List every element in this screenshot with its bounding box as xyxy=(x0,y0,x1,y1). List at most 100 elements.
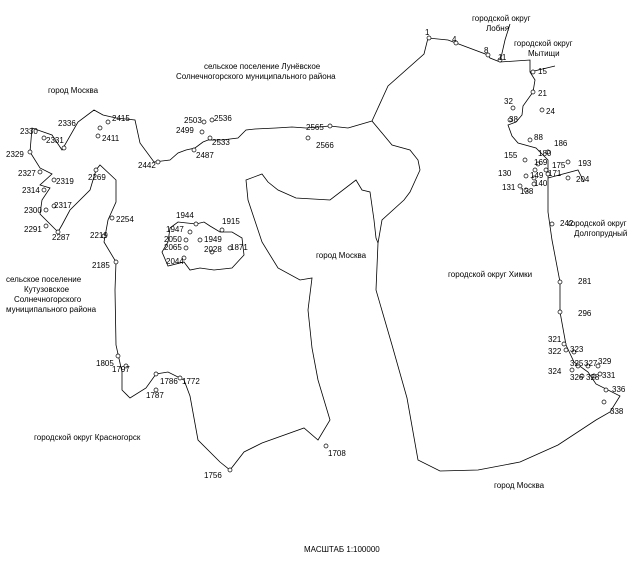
point-label: 186 xyxy=(554,139,568,148)
label-kutuzovskoe-4: муниципального района xyxy=(6,305,97,314)
label-dolgoprudny-1: городской округ xyxy=(568,219,627,228)
point-label: 336 xyxy=(612,385,626,394)
point-label: 2314 xyxy=(22,186,40,195)
point-label: 2487 xyxy=(196,151,214,160)
point-label: 2050 xyxy=(164,235,182,244)
point-label: 2317 xyxy=(54,201,72,210)
point-label: 2291 xyxy=(24,225,42,234)
lobnya-boundary xyxy=(499,23,511,63)
point-label: 2336 xyxy=(58,119,76,128)
point-label: 323 xyxy=(570,345,584,354)
point-label: 15 xyxy=(538,67,547,76)
point-label: 38 xyxy=(509,115,518,124)
label-khimki: городской округ Химки xyxy=(448,270,532,279)
point-label: 1915 xyxy=(222,217,240,226)
point-label: 2411 xyxy=(102,134,120,143)
point-label: 328 xyxy=(586,373,600,382)
point-label: 131 xyxy=(502,183,516,192)
point-label: 193 xyxy=(578,159,592,168)
point-label: 32 xyxy=(504,97,513,106)
point-label: 1756 xyxy=(204,471,222,480)
point-label: 149 xyxy=(530,171,544,180)
point-label: 1772 xyxy=(182,377,200,386)
point-label: 2269 xyxy=(88,173,106,182)
point-label: 1787 xyxy=(146,391,164,400)
point-label: 2319 xyxy=(56,177,74,186)
point-label: 171 xyxy=(548,169,562,178)
point-label: 4 xyxy=(452,35,457,44)
label-mytishchi-2: Мытищи xyxy=(528,49,560,58)
label-lunevskoe-1: сельское поселение Лунёвское xyxy=(204,62,321,71)
label-kutuzovskoe-2: Кутузовское xyxy=(24,285,70,294)
point-label: 2331 xyxy=(46,136,64,145)
vertex-markers xyxy=(27,35,609,473)
label-krasnogorsk: городской округ Красногорск xyxy=(34,433,141,442)
point-label: 325 xyxy=(570,359,584,368)
label-lunevskoe-2: Солнечногорского муниципального района xyxy=(176,72,336,81)
western-boundary xyxy=(29,109,379,471)
label-dolgoprudny-2: Долгопрудный xyxy=(574,229,627,238)
point-label: 175 xyxy=(552,161,566,170)
point-label: 1708 xyxy=(328,449,346,458)
point-label: 1797 xyxy=(112,365,130,374)
point-label: 24 xyxy=(546,107,555,116)
khimki-outer-boundary xyxy=(371,37,621,472)
point-numbers: 1 4 8 11 15 21 24 32 38 88 186 180 155 1… xyxy=(6,28,626,480)
point-label: 140 xyxy=(534,179,548,188)
point-label: 2330 xyxy=(20,127,38,136)
point-label: 2503 xyxy=(184,116,202,125)
point-label: 2566 xyxy=(316,141,334,150)
point-label: 11 xyxy=(498,53,507,62)
point-label: 326 xyxy=(570,373,584,382)
point-label: 180 xyxy=(538,149,552,158)
point-label: 2533 xyxy=(212,138,230,147)
point-label: 2044 xyxy=(166,257,184,266)
point-label: 2300 xyxy=(24,206,42,215)
point-label: 204 xyxy=(576,175,590,184)
point-label: 281 xyxy=(578,277,592,286)
point-label: 2185 xyxy=(92,261,110,270)
point-label: 2065 xyxy=(164,243,182,252)
label-kutuzovskoe-3: Солнечногорского xyxy=(14,295,82,304)
point-label: 1947 xyxy=(166,225,184,234)
point-label: 322 xyxy=(548,347,562,356)
point-label: 88 xyxy=(534,133,543,142)
point-label: 155 xyxy=(504,151,518,160)
point-label: 2287 xyxy=(52,233,70,242)
point-label: 329 xyxy=(598,357,612,366)
point-label: 324 xyxy=(548,367,562,376)
label-moskva-se: город Москва xyxy=(494,481,545,490)
point-label: 169 xyxy=(534,158,548,167)
point-label: 331 xyxy=(602,371,616,380)
point-label: 296 xyxy=(578,309,592,318)
point-label: 1949 xyxy=(204,235,222,244)
point-label: 2499 xyxy=(176,126,194,135)
label-mytishchi-1: городской округ xyxy=(514,39,573,48)
point-label: 8 xyxy=(484,46,489,55)
point-label: 1944 xyxy=(176,211,194,220)
point-label: 327 xyxy=(584,359,598,368)
point-label: 130 xyxy=(498,169,512,178)
point-label: 2028 xyxy=(204,245,222,254)
label-kutuzovskoe-1: сельское поселение xyxy=(6,275,82,284)
point-label: 1 xyxy=(425,28,430,37)
point-label: 1805 xyxy=(96,359,114,368)
point-label: 2415 xyxy=(112,114,130,123)
point-label: 321 xyxy=(548,335,562,344)
enclave-boundary xyxy=(161,221,245,271)
area-labels: городской округ Лобня городской округ Мы… xyxy=(6,14,627,490)
point-label: 2536 xyxy=(214,114,232,123)
point-label: 1871 xyxy=(230,243,248,252)
point-label: 2327 xyxy=(18,169,36,178)
dolgoprudny-boundary xyxy=(547,169,585,183)
point-label: 138 xyxy=(520,187,534,196)
point-label: 2565 xyxy=(306,123,324,132)
point-label: 2254 xyxy=(116,215,134,224)
label-moskva-nw: город Москва xyxy=(48,86,99,95)
point-label: 1786 xyxy=(160,377,178,386)
point-label: 21 xyxy=(538,89,547,98)
point-label: 242 xyxy=(560,219,574,228)
label-moskva-center: город Москва xyxy=(316,251,367,260)
point-label: 2329 xyxy=(6,150,24,159)
